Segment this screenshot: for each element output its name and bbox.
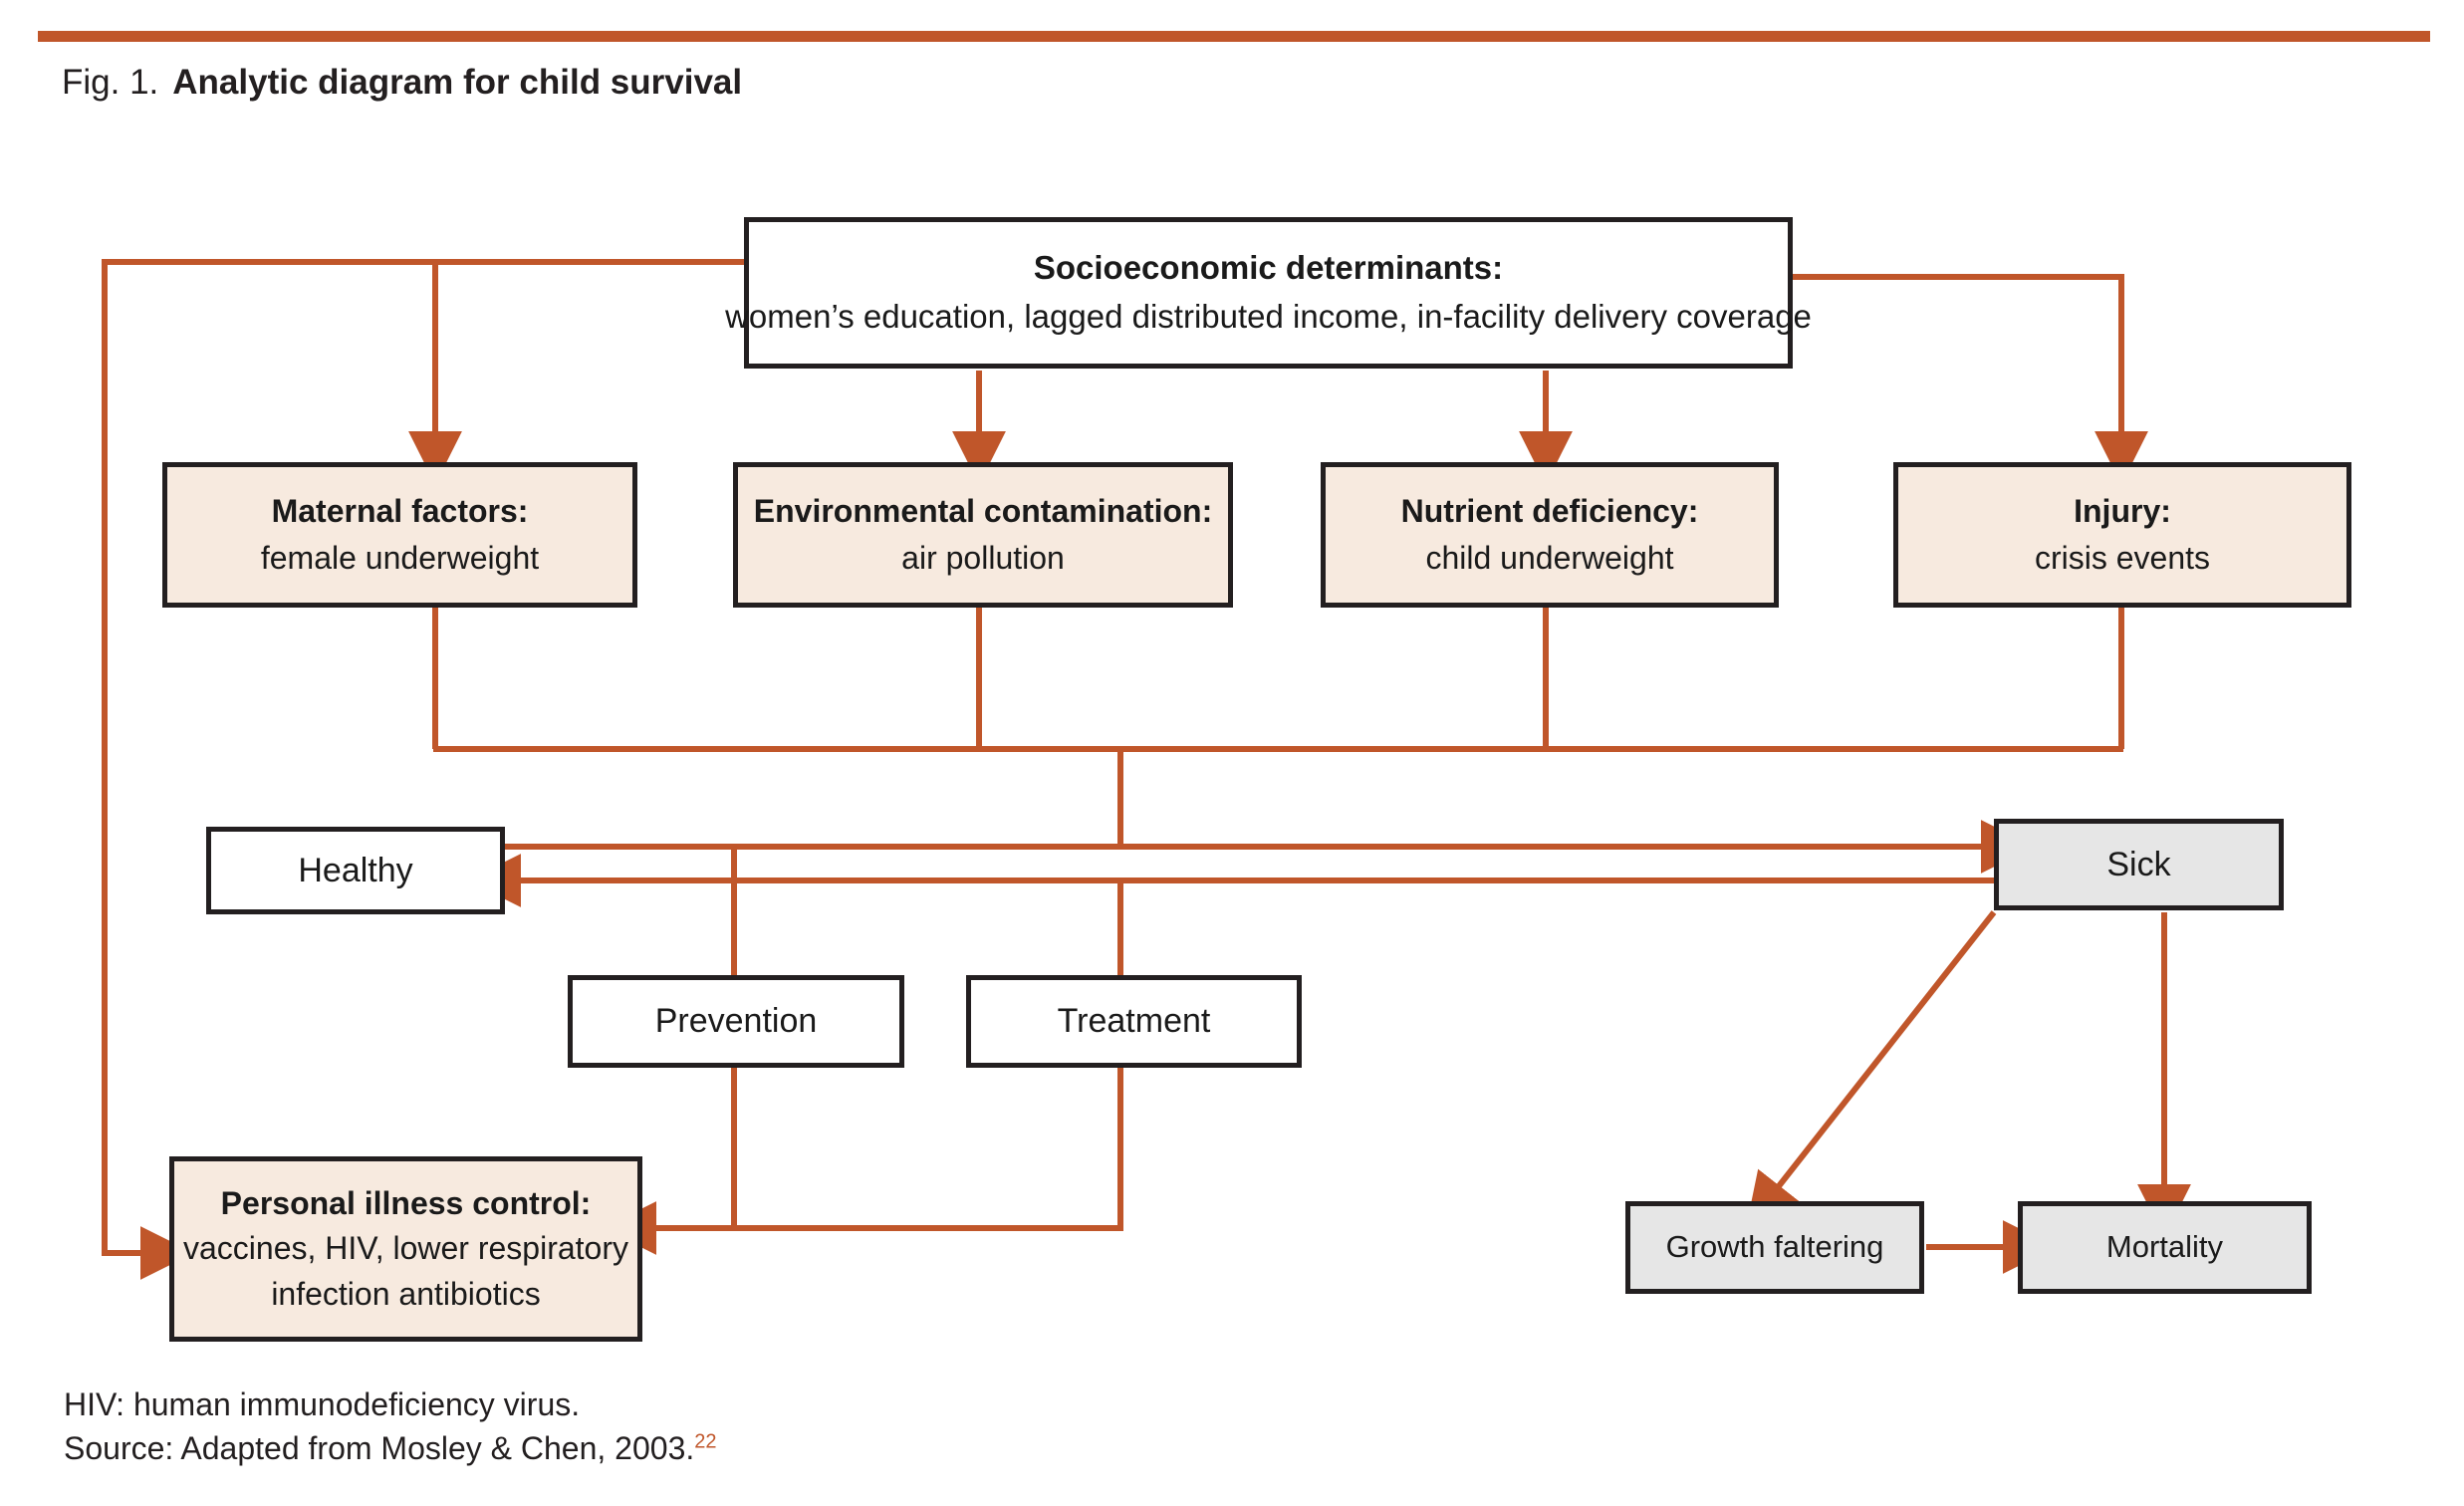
figure-title: Analytic diagram for child survival bbox=[172, 63, 743, 102]
node-title: Growth faltering bbox=[1665, 1229, 1884, 1265]
node-title: Socioeconomic determinants: bbox=[1033, 249, 1504, 287]
edge-socioeconomic-injury bbox=[1793, 274, 2148, 485]
footnote-reference-number: 22 bbox=[694, 1430, 717, 1453]
node-mortality[interactable]: Mortality bbox=[2018, 1201, 2312, 1294]
node-prevention[interactable]: Prevention bbox=[568, 975, 904, 1068]
node-personal-illness-control[interactable]: Personal illness control: vaccines, HIV,… bbox=[169, 1156, 642, 1342]
node-title: Treatment bbox=[1057, 1002, 1211, 1041]
node-injury[interactable]: Injury: crisis events bbox=[1893, 462, 2351, 608]
node-treatment[interactable]: Treatment bbox=[966, 975, 1302, 1068]
node-title: Maternal factors: bbox=[271, 492, 529, 529]
node-title: Prevention bbox=[654, 1002, 818, 1041]
node-title: Environmental contamination: bbox=[753, 492, 1213, 529]
node-environmental-contamination[interactable]: Environmental contamination: air polluti… bbox=[733, 462, 1233, 608]
footnote-source-text: Source: Adapted from Mosley & Chen, 2003… bbox=[64, 1430, 695, 1466]
node-title: Mortality bbox=[2105, 1229, 2224, 1265]
node-title: Nutrient deficiency: bbox=[1400, 492, 1699, 529]
node-growth-faltering[interactable]: Growth faltering bbox=[1625, 1201, 1924, 1294]
node-subtitle: air pollution bbox=[901, 539, 1065, 576]
figure-label: Fig. 1. bbox=[62, 63, 159, 102]
node-maternal-factors[interactable]: Maternal factors: female underweight bbox=[162, 462, 637, 608]
node-subtitle-line2: infection antibiotics bbox=[271, 1275, 541, 1312]
footnotes: HIV: human immunodeficiency virus. Sourc… bbox=[64, 1382, 717, 1470]
node-nutrient-deficiency[interactable]: Nutrient deficiency: child underweight bbox=[1321, 462, 1779, 608]
node-subtitle-line1: vaccines, HIV, lower respiratory bbox=[183, 1230, 628, 1267]
top-rule-bar bbox=[38, 31, 2430, 42]
footnote-abbreviation: HIV: human immunodeficiency virus. bbox=[64, 1386, 581, 1422]
footnote-source: Source: Adapted from Mosley & Chen, 2003… bbox=[64, 1426, 717, 1470]
node-title: Personal illness control: bbox=[220, 1184, 592, 1221]
node-socioeconomic-determinants[interactable]: Socioeconomic determinants: women’s educ… bbox=[725, 217, 1812, 369]
node-sick[interactable]: Sick bbox=[1994, 819, 2284, 910]
node-title: Injury: bbox=[2074, 492, 2171, 529]
node-title: Sick bbox=[2106, 845, 2171, 883]
node-healthy[interactable]: Healthy bbox=[206, 827, 505, 914]
node-subtitle: female underweight bbox=[260, 539, 540, 576]
edge-socioeconomic-personal bbox=[102, 259, 744, 1280]
node-title: Healthy bbox=[298, 851, 413, 889]
edge-sick-growth bbox=[1746, 910, 1997, 1228]
node-subtitle: women’s education, lagged distributed in… bbox=[725, 298, 1812, 335]
node-subtitle: child underweight bbox=[1425, 539, 1674, 576]
figure-caption: Fig. 1. Analytic diagram for child surviv… bbox=[62, 62, 742, 104]
node-subtitle: crisis events bbox=[2034, 539, 2211, 576]
